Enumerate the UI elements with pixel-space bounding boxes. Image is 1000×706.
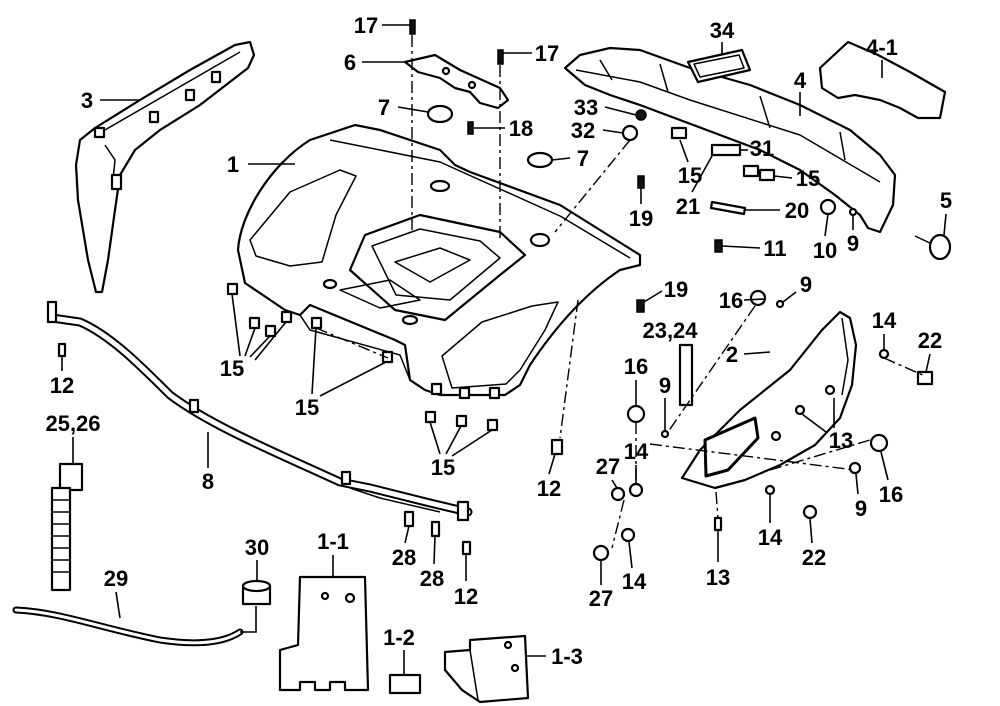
callout-label: 34 <box>710 18 735 43</box>
callout-label: 1 <box>227 152 239 177</box>
callout-label: 30 <box>245 535 269 560</box>
callout-label: 12 <box>50 373 74 398</box>
left-fender-panel <box>74 40 256 294</box>
callout-label: 29 <box>104 566 128 591</box>
callout-label: 15 <box>796 166 820 191</box>
callout-label: 33 <box>574 95 598 120</box>
callout-label: 7 <box>378 95 390 120</box>
callout-label: 16 <box>624 354 648 379</box>
callout-label: 28 <box>420 566 444 591</box>
cable-strap <box>50 462 84 592</box>
callout-label: 2 <box>726 342 738 367</box>
callout-labels: 17 6 17 34 4-1 4 3 7 18 33 32 1 7 31 15 … <box>45 13 952 669</box>
callout-label: 12 <box>454 584 478 609</box>
fasteners <box>57 19 952 562</box>
right-side-panel <box>680 310 858 490</box>
callout-label: 10 <box>813 238 837 263</box>
callout-label: 16 <box>879 482 903 507</box>
small-pad <box>388 673 422 695</box>
rear-fender-body <box>236 123 642 397</box>
callout-label: 6 <box>344 50 356 75</box>
callout-label: 20 <box>785 198 809 223</box>
callout-label: 15 <box>678 163 702 188</box>
rear-panel <box>563 46 897 234</box>
callout-label: 27 <box>589 586 613 611</box>
callout-label: 31 <box>750 136 774 161</box>
callout-label: 1-2 <box>383 625 415 650</box>
hose-clamp <box>241 579 272 606</box>
callout-label: 9 <box>855 496 867 521</box>
callout-label: 12 <box>537 476 561 501</box>
callout-label: 15 <box>295 395 319 420</box>
callout-label: 27 <box>596 454 620 479</box>
callout-label: 25,26 <box>45 411 100 436</box>
callout-label: 9 <box>659 373 671 398</box>
callout-label: 28 <box>392 545 416 570</box>
reflector-plate <box>686 48 752 84</box>
callout-label: 14 <box>622 569 647 594</box>
callout-label: 1-3 <box>551 644 583 669</box>
callout-label: 4-1 <box>866 35 898 60</box>
callout-label: 21 <box>676 194 700 219</box>
callout-label: 19 <box>664 277 688 302</box>
callout-label: 7 <box>577 146 589 171</box>
callout-label: 19 <box>629 206 653 231</box>
callout-label: 13 <box>706 565 730 590</box>
callout-label: 13 <box>829 428 853 453</box>
breather-hose <box>12 606 257 647</box>
rear-bar <box>46 300 473 522</box>
callout-label: 11 <box>763 236 786 261</box>
callout-label: 15 <box>220 356 244 381</box>
callout-label: 14 <box>872 308 897 333</box>
callout-label: 1-1 <box>317 529 349 554</box>
callout-label: 9 <box>800 272 812 297</box>
callout-label: 9 <box>847 231 859 256</box>
callout-label: 8 <box>202 469 214 494</box>
callout-label: 18 <box>509 116 533 141</box>
callout-label: 17 <box>535 41 559 66</box>
callout-label: 5 <box>940 188 952 213</box>
callout-label: 16 <box>719 288 743 313</box>
callout-label: 15 <box>431 455 455 480</box>
callout-label: 23,24 <box>642 318 698 343</box>
callout-label: 14 <box>624 439 649 464</box>
callout-label: 22 <box>918 328 942 353</box>
callout-label: 4 <box>794 68 807 93</box>
rear-panel-insert <box>818 40 947 120</box>
callout-label: 14 <box>758 525 783 550</box>
callout-label: 3 <box>81 88 93 113</box>
fender-liner <box>278 575 370 692</box>
leader-lines <box>61 24 947 675</box>
callout-label: 17 <box>354 13 378 38</box>
callout-label: 22 <box>802 545 826 570</box>
top-bracket <box>403 53 510 110</box>
heat-shield <box>443 634 530 704</box>
callout-label: 32 <box>571 118 595 143</box>
